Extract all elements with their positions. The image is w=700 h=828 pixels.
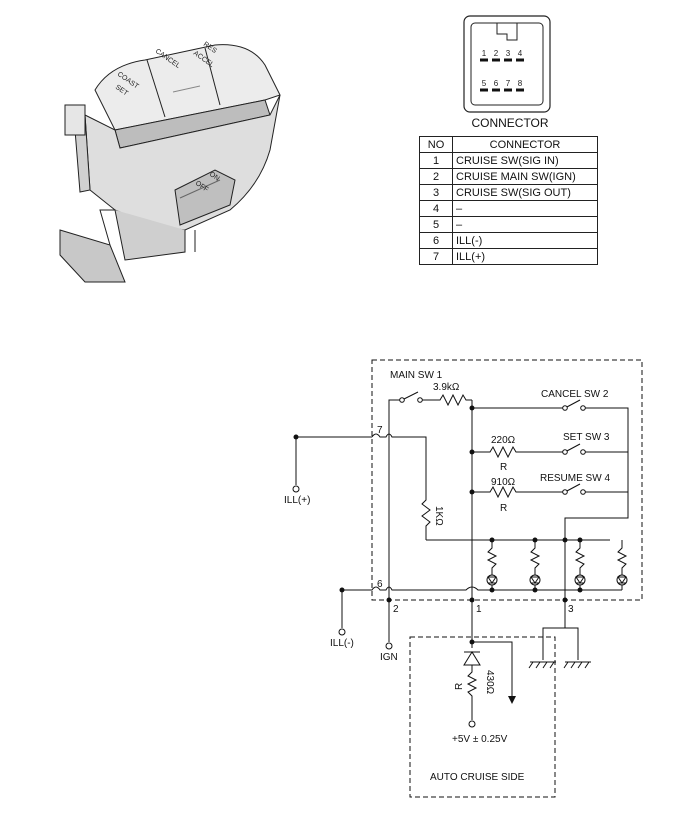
pin-no: 2	[419, 168, 453, 185]
pin-7-number: 7	[377, 425, 383, 436]
pin-no: 4	[419, 200, 453, 217]
pin-4-label: 4	[518, 49, 523, 58]
pin-5-label: 5	[482, 79, 487, 88]
ill-minus-label: ILL(-)	[330, 638, 354, 649]
pin-1-label: 1	[482, 49, 487, 58]
led-icon	[486, 574, 498, 586]
pin-6-label: 6	[494, 79, 499, 88]
connector-title: CONNECTOR	[471, 116, 549, 130]
pin-no: 6	[419, 232, 453, 249]
auto-resistor-tag: R	[454, 683, 465, 690]
pin-no: 1	[419, 152, 453, 169]
resume-sw-label: RESUME SW 4	[540, 473, 610, 484]
main-resistor-label: 3.9kΩ	[433, 382, 460, 393]
pin-no: 5	[419, 216, 453, 233]
pin-2-number: 2	[393, 604, 399, 615]
table-row: 5–	[419, 216, 598, 233]
connector-face-drawing: 1 2 3 4 5 6 7 8	[463, 15, 551, 113]
switch-housing-outline	[371, 359, 643, 601]
pin-no: 7	[419, 248, 453, 265]
pin-1-number: 1	[476, 604, 482, 615]
pin-desc: –	[452, 216, 598, 233]
auto-cruise-side-label: AUTO CRUISE SIDE	[430, 772, 525, 783]
supply-voltage-label: +5V ± 0.25V	[452, 734, 508, 745]
ill-resistor-label: 1KΩ	[433, 506, 444, 526]
auto-resistor-label: 430Ω	[484, 670, 495, 695]
pin-desc: –	[452, 200, 598, 217]
resume-resistor-label: 910Ω	[491, 477, 516, 488]
pin-3-label: 3	[506, 49, 511, 58]
resume-resistor-tag: R	[500, 503, 507, 514]
header-connector: CONNECTOR	[452, 136, 598, 153]
pin-8-label: 8	[518, 79, 523, 88]
ill-plus-label: ILL(+)	[284, 495, 310, 506]
set-sw-label: SET SW 3	[563, 432, 610, 443]
auto-cruise-outline	[409, 636, 556, 798]
table-header-row: NO CONNECTOR	[419, 136, 598, 153]
cruise-switch-illustration: COAST SET CANCEL RES ACCEL ON OFF	[59, 41, 281, 283]
ign-label: IGN	[380, 652, 398, 663]
set-resistor-tag: R	[500, 462, 507, 473]
led-icon	[616, 574, 628, 586]
led-icon	[529, 574, 541, 586]
table-row: 4–	[419, 200, 598, 217]
set-resistor-label: 220Ω	[491, 435, 516, 446]
pin-desc: ILL(+)	[452, 248, 598, 265]
header-no: NO	[419, 136, 453, 153]
cancel-sw-label: CANCEL SW 2	[541, 389, 609, 400]
main-sw-label: MAIN SW 1	[390, 370, 443, 381]
pin-desc: CRUISE SW(SIG OUT)	[452, 184, 598, 201]
pin-desc: CRUISE MAIN SW(IGN)	[452, 168, 598, 185]
pin-no: 3	[419, 184, 453, 201]
cruise-switch-circuit-diagram: MAIN SW 1 3.9kΩ CANCEL SW 2 SET SW 3 220…	[284, 359, 643, 798]
pin-desc: CRUISE SW(SIG IN)	[452, 152, 598, 169]
pin-6-number: 6	[377, 579, 383, 590]
pin-3-number: 3	[568, 604, 574, 615]
on-label: ON	[208, 171, 221, 183]
pin-desc: ILL(-)	[452, 232, 598, 249]
pin-2-label: 2	[494, 49, 499, 58]
pin-7-label: 7	[506, 79, 511, 88]
led-icon	[574, 574, 586, 586]
